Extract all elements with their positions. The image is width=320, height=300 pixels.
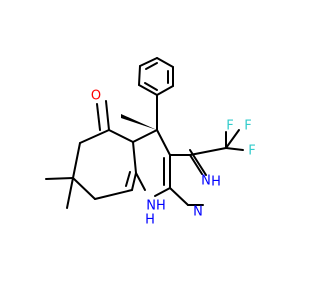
methyl-wedge-bond [121, 114, 157, 130]
chemical-structure: O F F F H N N NH H [45, 57, 256, 228]
fluorine-atom-3: F [248, 144, 255, 159]
fluorine-atom-1: F [226, 119, 233, 134]
pyrazole-n-label-1: N [201, 174, 211, 189]
oxygen-atom: O [91, 89, 101, 104]
pyrazole-nh-label: H [211, 175, 221, 190]
dihydropyridine-ring [132, 94, 171, 197]
cyclohexenone-ring [45, 100, 137, 209]
phenyl-ring [138, 57, 174, 96]
pyrazole-n-label-2: N [193, 205, 203, 220]
fluorine-atom-2: F [244, 119, 251, 134]
pyrazole-ring [169, 149, 207, 206]
nh-hydrogen-label: H [145, 213, 155, 228]
ring-nh-label: NH [146, 199, 166, 214]
trifluoromethyl-group [189, 129, 244, 156]
